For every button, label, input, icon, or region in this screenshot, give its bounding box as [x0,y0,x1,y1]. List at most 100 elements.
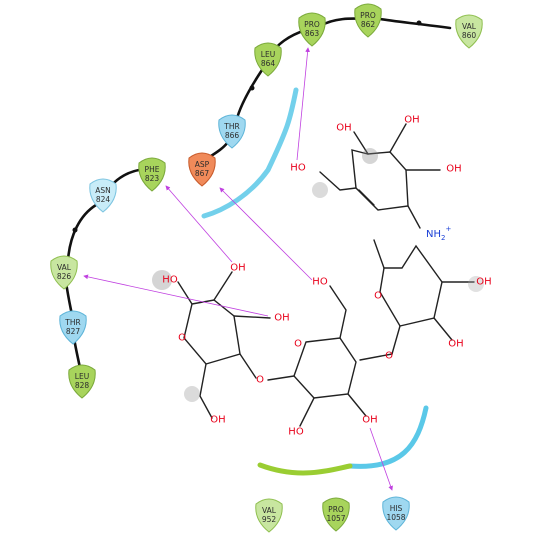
residue-marker-val952 [255,498,283,533]
residue-name-val952: VAL [262,506,277,515]
residue-marker-thr866 [218,114,246,149]
residue-number-leu828: 828 [75,381,90,390]
residue-marker-asn824 [89,178,117,213]
residue-marker-pro1057 [322,497,350,532]
ring-sugar-right [379,244,443,327]
halo [184,386,200,402]
bond-glyco-1 [391,325,401,355]
residue-number-thr827: 827 [66,327,81,336]
bond-glyco-2 [267,375,295,381]
residue-marker-val860 [455,14,483,49]
residue-marker-pro862 [354,3,382,38]
chain-dot [416,20,422,26]
ring-cyclohexene [351,149,409,211]
bond-oh-f [347,393,367,417]
ring-glucose-left [183,299,241,365]
residue-name-his1058: HIS [390,504,403,513]
residue-name-leu828: LEU [75,372,89,381]
atom-oh-c: OH [446,164,461,175]
atom-oh-b: OH [404,115,419,126]
solvent-halos [152,148,484,402]
backbone-chain [64,17,452,370]
residue-number-phe823: 823 [145,174,160,183]
atom-o-glyco-1: O [385,351,393,362]
halo [468,276,484,292]
residue-number-pro1057: 1057 [326,514,345,523]
residue-number-val860: 860 [462,31,477,40]
halo [152,270,172,290]
bond-oh-b [389,123,407,153]
hbond-phe823 [165,185,233,263]
bond-ch2oh-left [199,363,213,419]
residue-marker-val826 [50,255,78,290]
residue-name-pro863: PRO [304,20,320,29]
atom-ho-g: HO [288,427,304,438]
chain-phe823-asn824 [110,168,141,187]
hbond-pro863 [296,47,310,161]
residue-marker-asp867 [188,152,216,187]
residue-number-pro863: 863 [305,29,320,38]
atom-ho-top: HO [290,163,306,174]
residue-number-val826: 826 [57,272,72,281]
bond-methyl [373,239,385,269]
residue-name-pro1057: PRO [328,505,344,514]
atom-oh-e: OH [448,339,463,350]
residues: VAL860PRO862PRO863LEU864THR866ASP867PHE8… [50,3,483,533]
pocket-outline [201,87,429,476]
residue-name-thr827: THR [64,318,80,327]
atom-oh-i: OH [230,263,245,274]
residue-number-thr866: 866 [225,131,240,140]
residue-number-his1058: 1058 [386,513,405,522]
pocket-arc-top [201,87,299,219]
residue-name-asn824: ASN [95,186,111,195]
residue-number-asn824: 824 [96,195,111,204]
bond-oh-g [299,397,315,427]
atom-nh2: NH2+ [426,225,451,242]
residue-number-val952: 952 [262,515,277,524]
residue-marker-leu864 [254,42,282,77]
residue-number-leu864: 864 [261,59,276,68]
residue-number-pro862: 862 [361,20,376,29]
chain-asn824-val826 [66,203,98,262]
bond-oh-e [433,317,453,341]
bond-oh-i [213,271,233,301]
residue-name-leu864: LEU [261,50,275,59]
halo [362,148,378,164]
residue-name-val860: VAL [462,22,477,31]
atom-ho-h: HO [162,275,178,286]
bond-glyco-2b [239,353,257,379]
residue-marker-pro863 [298,12,326,47]
hbond-asp867 [219,187,313,281]
pocket-arc-bottom-blue [347,405,429,469]
chain-pro862-val860 [378,17,452,30]
residue-name-thr866: THR [223,122,239,131]
ring-glucose-middle [293,337,357,399]
halo [312,182,328,198]
atom-ho-mid: HO [312,277,328,288]
hbond-val826 [83,274,269,317]
ligand-bonds [177,123,475,427]
bond-ch2oh-top [319,171,357,191]
residue-marker-his1058 [382,496,410,531]
pocket-arc-bottom-green [257,462,353,476]
chain-leu864-thr866 [234,68,264,124]
atom-o-glyco-2: O [256,375,264,386]
atom-oh-f: OH [362,415,377,426]
bond-ch2oh-mid [329,285,347,339]
atom-oh-d: OH [476,277,491,288]
bond-oh-j [233,315,271,319]
residue-number-asp867: 867 [195,169,210,178]
hydrogen-bonds [83,47,393,491]
